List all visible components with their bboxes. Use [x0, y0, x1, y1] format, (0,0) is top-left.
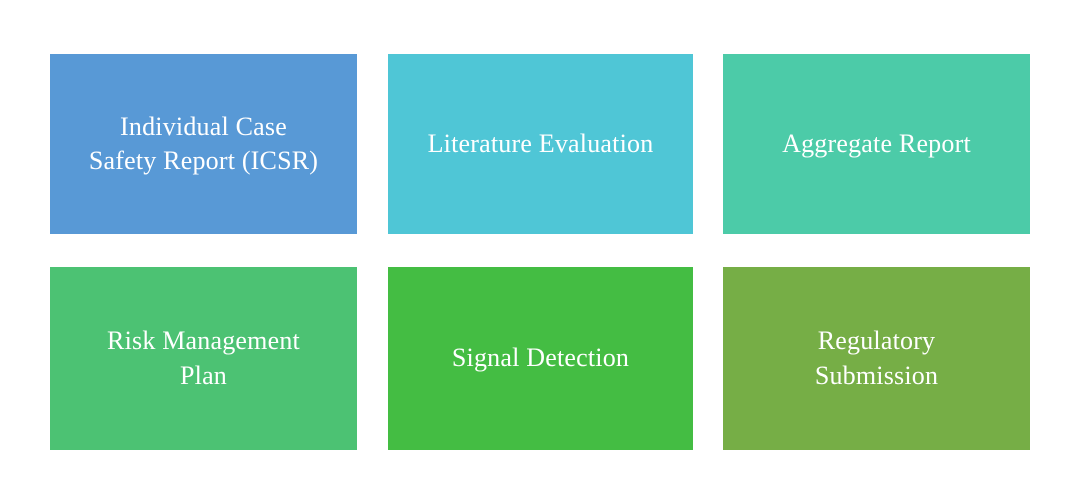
card-label-aggregate-report: Aggregate Report	[782, 128, 971, 158]
card-signal-detection[interactable]: Signal Detection	[388, 267, 693, 450]
card-label-individual-case-safety-report: Individual Case Safety Report (ICSR)	[88, 111, 319, 175]
card-aggregate-report[interactable]: Aggregate Report	[723, 54, 1030, 234]
card-individual-case-safety-report[interactable]: Individual Case Safety Report (ICSR)	[50, 54, 357, 234]
card-label-risk-management-plan: Risk Management Plan	[107, 326, 300, 390]
card-label-literature-evaluation: Literature Evaluation	[427, 128, 654, 158]
card-label-signal-detection: Signal Detection	[451, 343, 630, 373]
card-literature-evaluation[interactable]: Literature Evaluation	[388, 54, 693, 234]
card-risk-management-plan[interactable]: Risk Management Plan	[50, 267, 357, 450]
card-label-regulatory-submission: Regulatory Submission	[814, 326, 939, 390]
card-regulatory-submission[interactable]: Regulatory Submission	[723, 267, 1030, 450]
